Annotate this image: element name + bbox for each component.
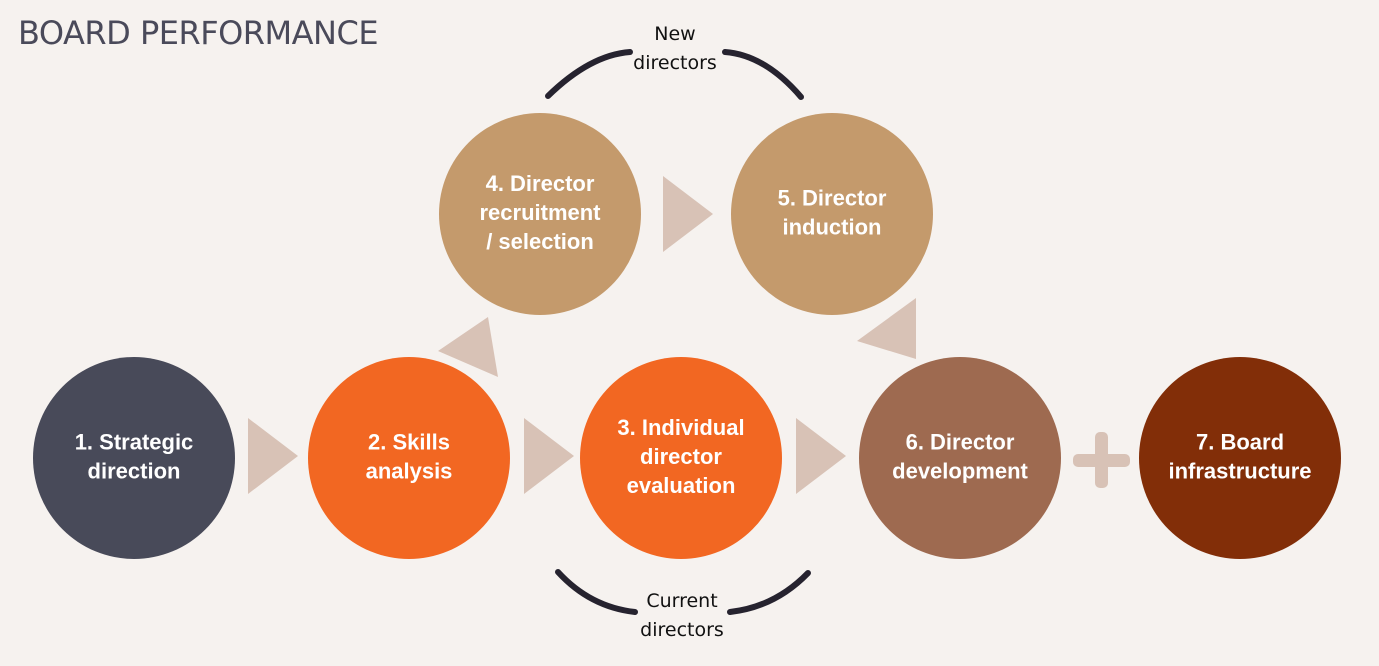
current-directors-arc-right xyxy=(727,570,811,615)
node-label-director-recruitment-selection-line: recruitment xyxy=(479,200,601,225)
arrow-1-to-2 xyxy=(248,418,298,494)
node-label-director-induction-line: 5. Director xyxy=(778,185,887,210)
node-director-induction xyxy=(731,113,933,315)
node-skills-analysis xyxy=(308,357,510,559)
node-label-director-recruitment-selection-line: 4. Director xyxy=(486,171,595,196)
plus-icon-horizontal xyxy=(1073,454,1130,467)
node-label-skills-analysis: 2. Skills analysis xyxy=(366,429,453,483)
node-board-infrastructure xyxy=(1139,357,1341,559)
new-directors-label-line: New xyxy=(654,23,695,45)
node-label-individual-director-evaluation-line: director xyxy=(640,444,722,469)
node-label-individual-director-evaluation-line: evaluation xyxy=(627,473,736,498)
new-directors-label: New directors xyxy=(633,23,717,74)
node-label-board-infrastructure-line: 7. Board xyxy=(1196,429,1284,454)
current-directors-arc-left xyxy=(555,569,638,615)
node-label-director-development-line: 6. Director xyxy=(906,429,1015,454)
arrow-4-to-5 xyxy=(663,176,713,252)
node-label-individual-director-evaluation: 3. Individual director evaluation xyxy=(617,415,744,498)
node-label-strategic-direction-line: direction xyxy=(88,458,181,483)
current-directors-label: Current directors xyxy=(640,590,724,641)
node-label-director-recruitment-selection-line: / selection xyxy=(486,229,594,254)
node-label-director-induction: 5. Director induction xyxy=(778,185,887,239)
node-label-skills-analysis-line: 2. Skills xyxy=(368,429,450,454)
new-directors-arc-right xyxy=(722,49,804,100)
new-directors-arc-left xyxy=(545,49,633,99)
current-directors-label-line: Current xyxy=(646,590,717,612)
node-label-board-infrastructure: 7. Board infrastructure xyxy=(1168,429,1311,483)
node-label-board-infrastructure-line: infrastructure xyxy=(1168,458,1311,483)
current-directors-label-line: directors xyxy=(640,619,724,641)
arrow-2-to-4 xyxy=(438,317,498,377)
arrow-3-to-6 xyxy=(796,418,846,494)
node-label-individual-director-evaluation-line: 3. Individual xyxy=(617,415,744,440)
node-label-skills-analysis-line: analysis xyxy=(366,458,453,483)
node-label-director-development: 6. Director development xyxy=(892,429,1028,483)
page-title: BOARD PERFORMANCE xyxy=(18,14,379,52)
node-strategic-direction xyxy=(33,357,235,559)
node-label-strategic-direction: 1. Strategic direction xyxy=(75,429,194,483)
node-individual-director-evaluation xyxy=(580,357,782,559)
node-label-director-induction-line: induction xyxy=(783,214,882,239)
arrow-2-to-3 xyxy=(524,418,574,494)
node-director-recruitment-selection xyxy=(439,113,641,315)
node-label-director-development-line: development xyxy=(892,458,1028,483)
arrow-6-to-5 xyxy=(857,298,916,359)
node-label-director-recruitment-selection: 4. Director recruitment / selection xyxy=(479,171,601,254)
new-directors-label-line: directors xyxy=(633,52,717,74)
node-label-strategic-direction-line: 1. Strategic xyxy=(75,429,194,454)
node-director-development xyxy=(859,357,1061,559)
